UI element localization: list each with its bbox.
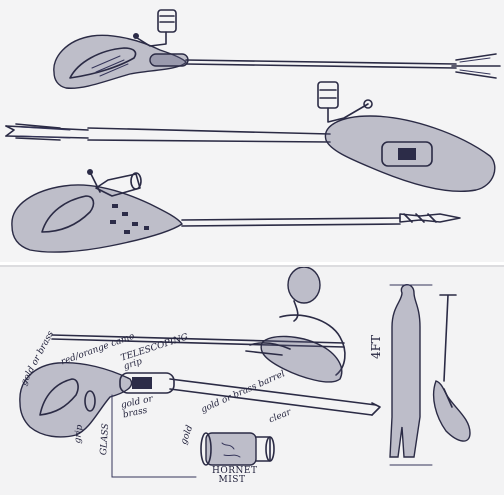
sketch-drawings-bottom xyxy=(0,267,504,495)
launcher-sketch-2 xyxy=(6,82,495,191)
figure-with-launcher xyxy=(52,267,345,382)
annotation-hornet-mist: HORNET MIST xyxy=(212,467,252,485)
sketch-page-bottom: gold or brass red/orange camo TELESCOPIN… xyxy=(0,265,504,495)
sketch-drawings-top xyxy=(0,0,504,262)
annotation-height: 4FT xyxy=(372,335,381,359)
launcher-sketch-3 xyxy=(12,169,460,252)
launcher-sketch-1 xyxy=(54,10,500,88)
scale-reference xyxy=(390,285,470,465)
hornet-mist-canister xyxy=(201,433,274,465)
sketch-page-top xyxy=(0,0,504,262)
